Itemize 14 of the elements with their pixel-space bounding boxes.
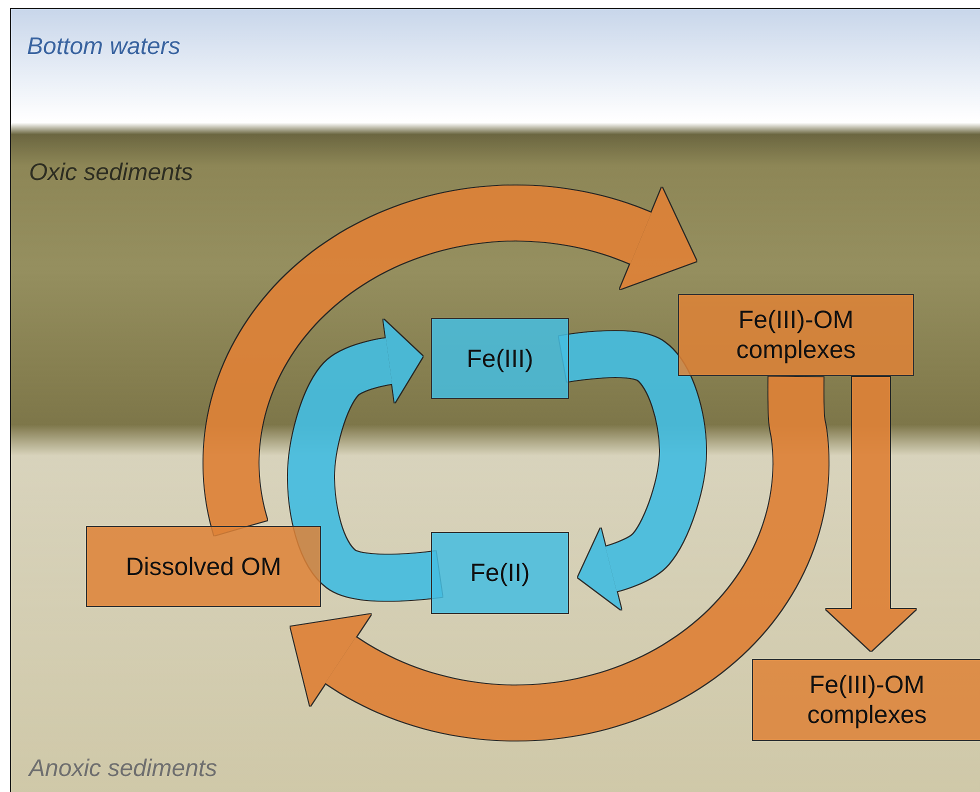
box-label: Fe(III)-OM complexes xyxy=(735,305,857,365)
zone-label: Anoxic sediments xyxy=(29,755,218,783)
curved-arrow xyxy=(290,376,828,740)
box-label: Fe(III) xyxy=(466,344,534,374)
box-label: Dissolved OM xyxy=(124,552,282,582)
process-box xyxy=(431,318,569,399)
process-box xyxy=(431,532,569,614)
box-label: Fe(II) xyxy=(469,558,531,588)
process-box xyxy=(678,294,914,376)
box-label: Fe(III)-OM complexes xyxy=(806,670,928,730)
process-box xyxy=(86,526,321,607)
zone-label: Oxic sediments xyxy=(29,159,194,187)
zone-label: Bottom waters xyxy=(27,33,180,61)
process-box xyxy=(752,659,980,741)
